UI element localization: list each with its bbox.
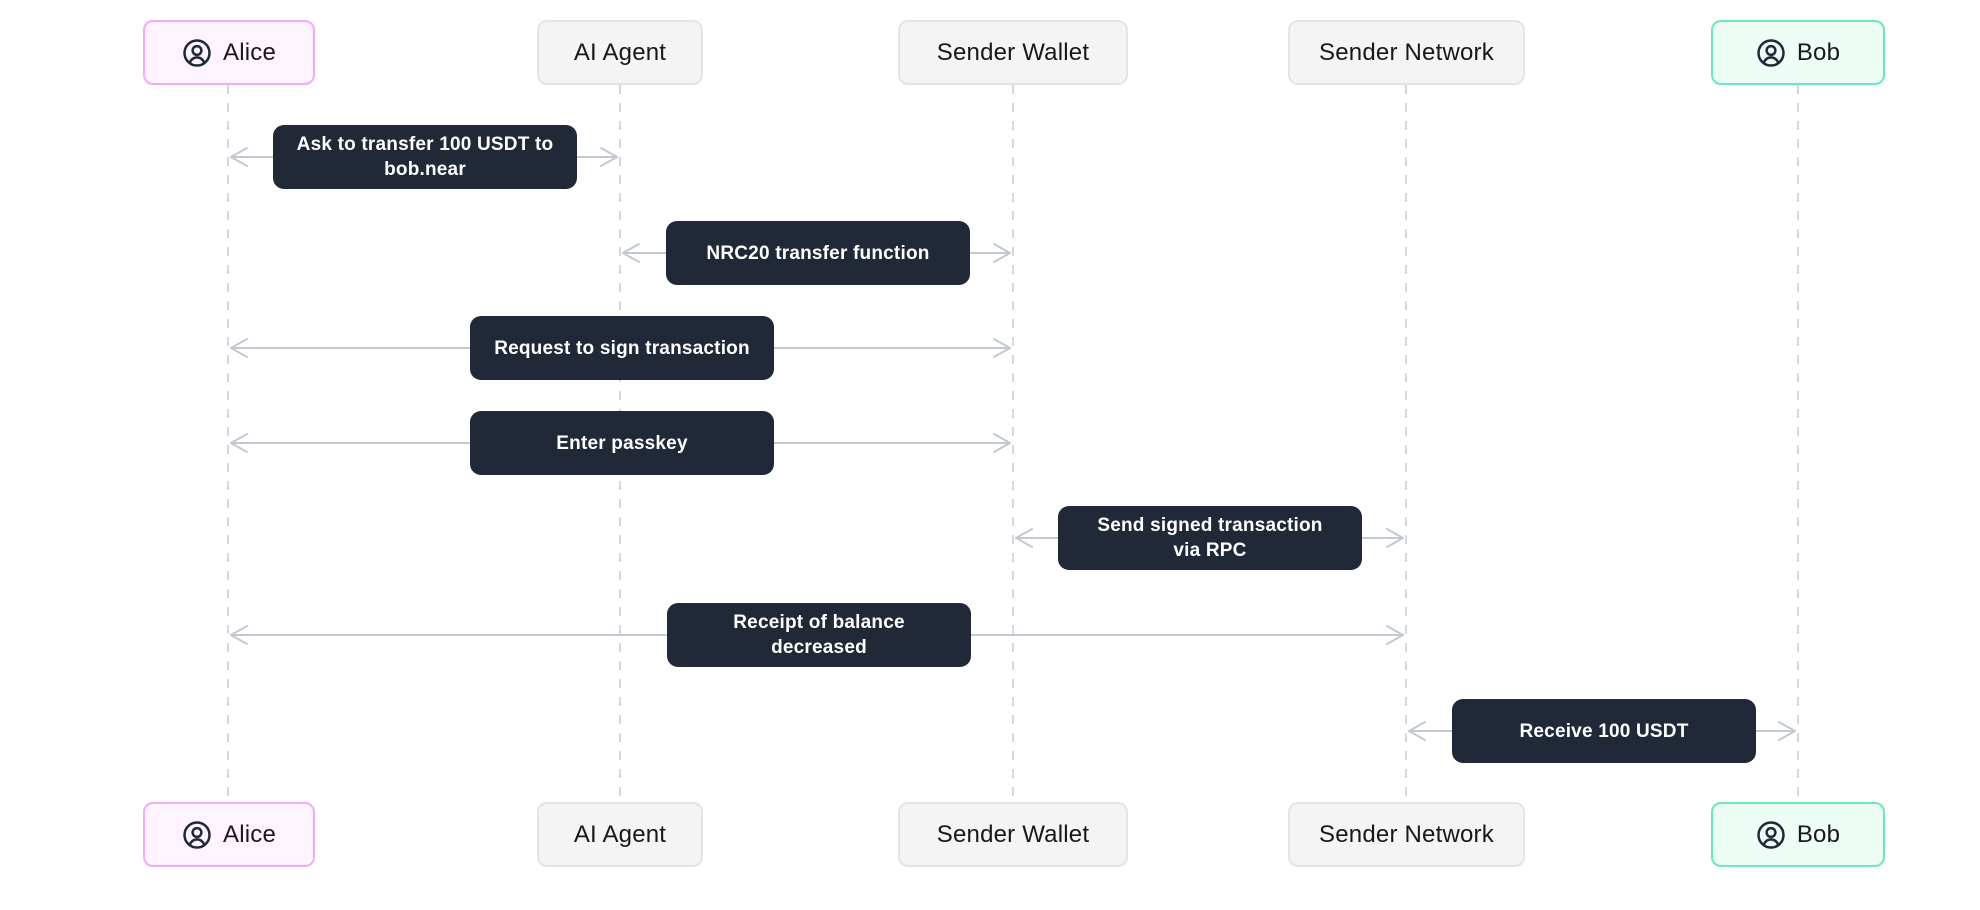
actor-bob-top: Bob — [1711, 20, 1885, 85]
message-bubble: Receipt of balance decreased — [667, 603, 971, 667]
user-circle-icon — [1756, 38, 1786, 68]
actor-alice-top: Alice — [143, 20, 315, 85]
actor-ai-agent-bottom: AI Agent — [537, 802, 703, 867]
lifeline-sender-network — [1405, 85, 1407, 802]
lifeline-bob — [1797, 85, 1799, 802]
actor-sender-network-bottom: Sender Network — [1288, 802, 1525, 867]
message-bubble: Receive 100 USDT — [1452, 699, 1756, 763]
actor-label: Bob — [1796, 820, 1841, 848]
message-bubble: Enter passkey — [470, 411, 774, 475]
actor-label: Sender Network — [1319, 820, 1494, 848]
message-bubble: Request to sign transaction — [470, 316, 774, 380]
user-circle-icon — [1756, 820, 1786, 850]
actor-label: Alice — [222, 820, 277, 848]
actor-ai-agent-top: AI Agent — [537, 20, 703, 85]
lifeline-sender-wallet — [1012, 85, 1014, 802]
user-circle-icon — [182, 820, 212, 850]
message-bubble: Send signed transaction via RPC — [1058, 506, 1362, 570]
actor-label: Sender Wallet — [936, 38, 1090, 66]
actor-label: AI Agent — [573, 38, 667, 66]
actor-label: Sender Network — [1319, 38, 1494, 66]
actor-label: Bob — [1796, 38, 1841, 66]
actor-sender-network-top: Sender Network — [1288, 20, 1525, 85]
message-bubble: Ask to transfer 100 USDT to bob.near — [273, 125, 577, 189]
actor-label: AI Agent — [573, 820, 667, 848]
actor-label: Sender Wallet — [936, 820, 1090, 848]
actor-sender-wallet-bottom: Sender Wallet — [898, 802, 1128, 867]
actor-alice-bottom: Alice — [143, 802, 315, 867]
actor-sender-wallet-top: Sender Wallet — [898, 20, 1128, 85]
message-bubble: NRC20 transfer function — [666, 221, 970, 285]
actor-bob-bottom: Bob — [1711, 802, 1885, 867]
lifeline-alice — [227, 85, 229, 802]
user-circle-icon — [182, 38, 212, 68]
actor-label: Alice — [222, 38, 277, 66]
